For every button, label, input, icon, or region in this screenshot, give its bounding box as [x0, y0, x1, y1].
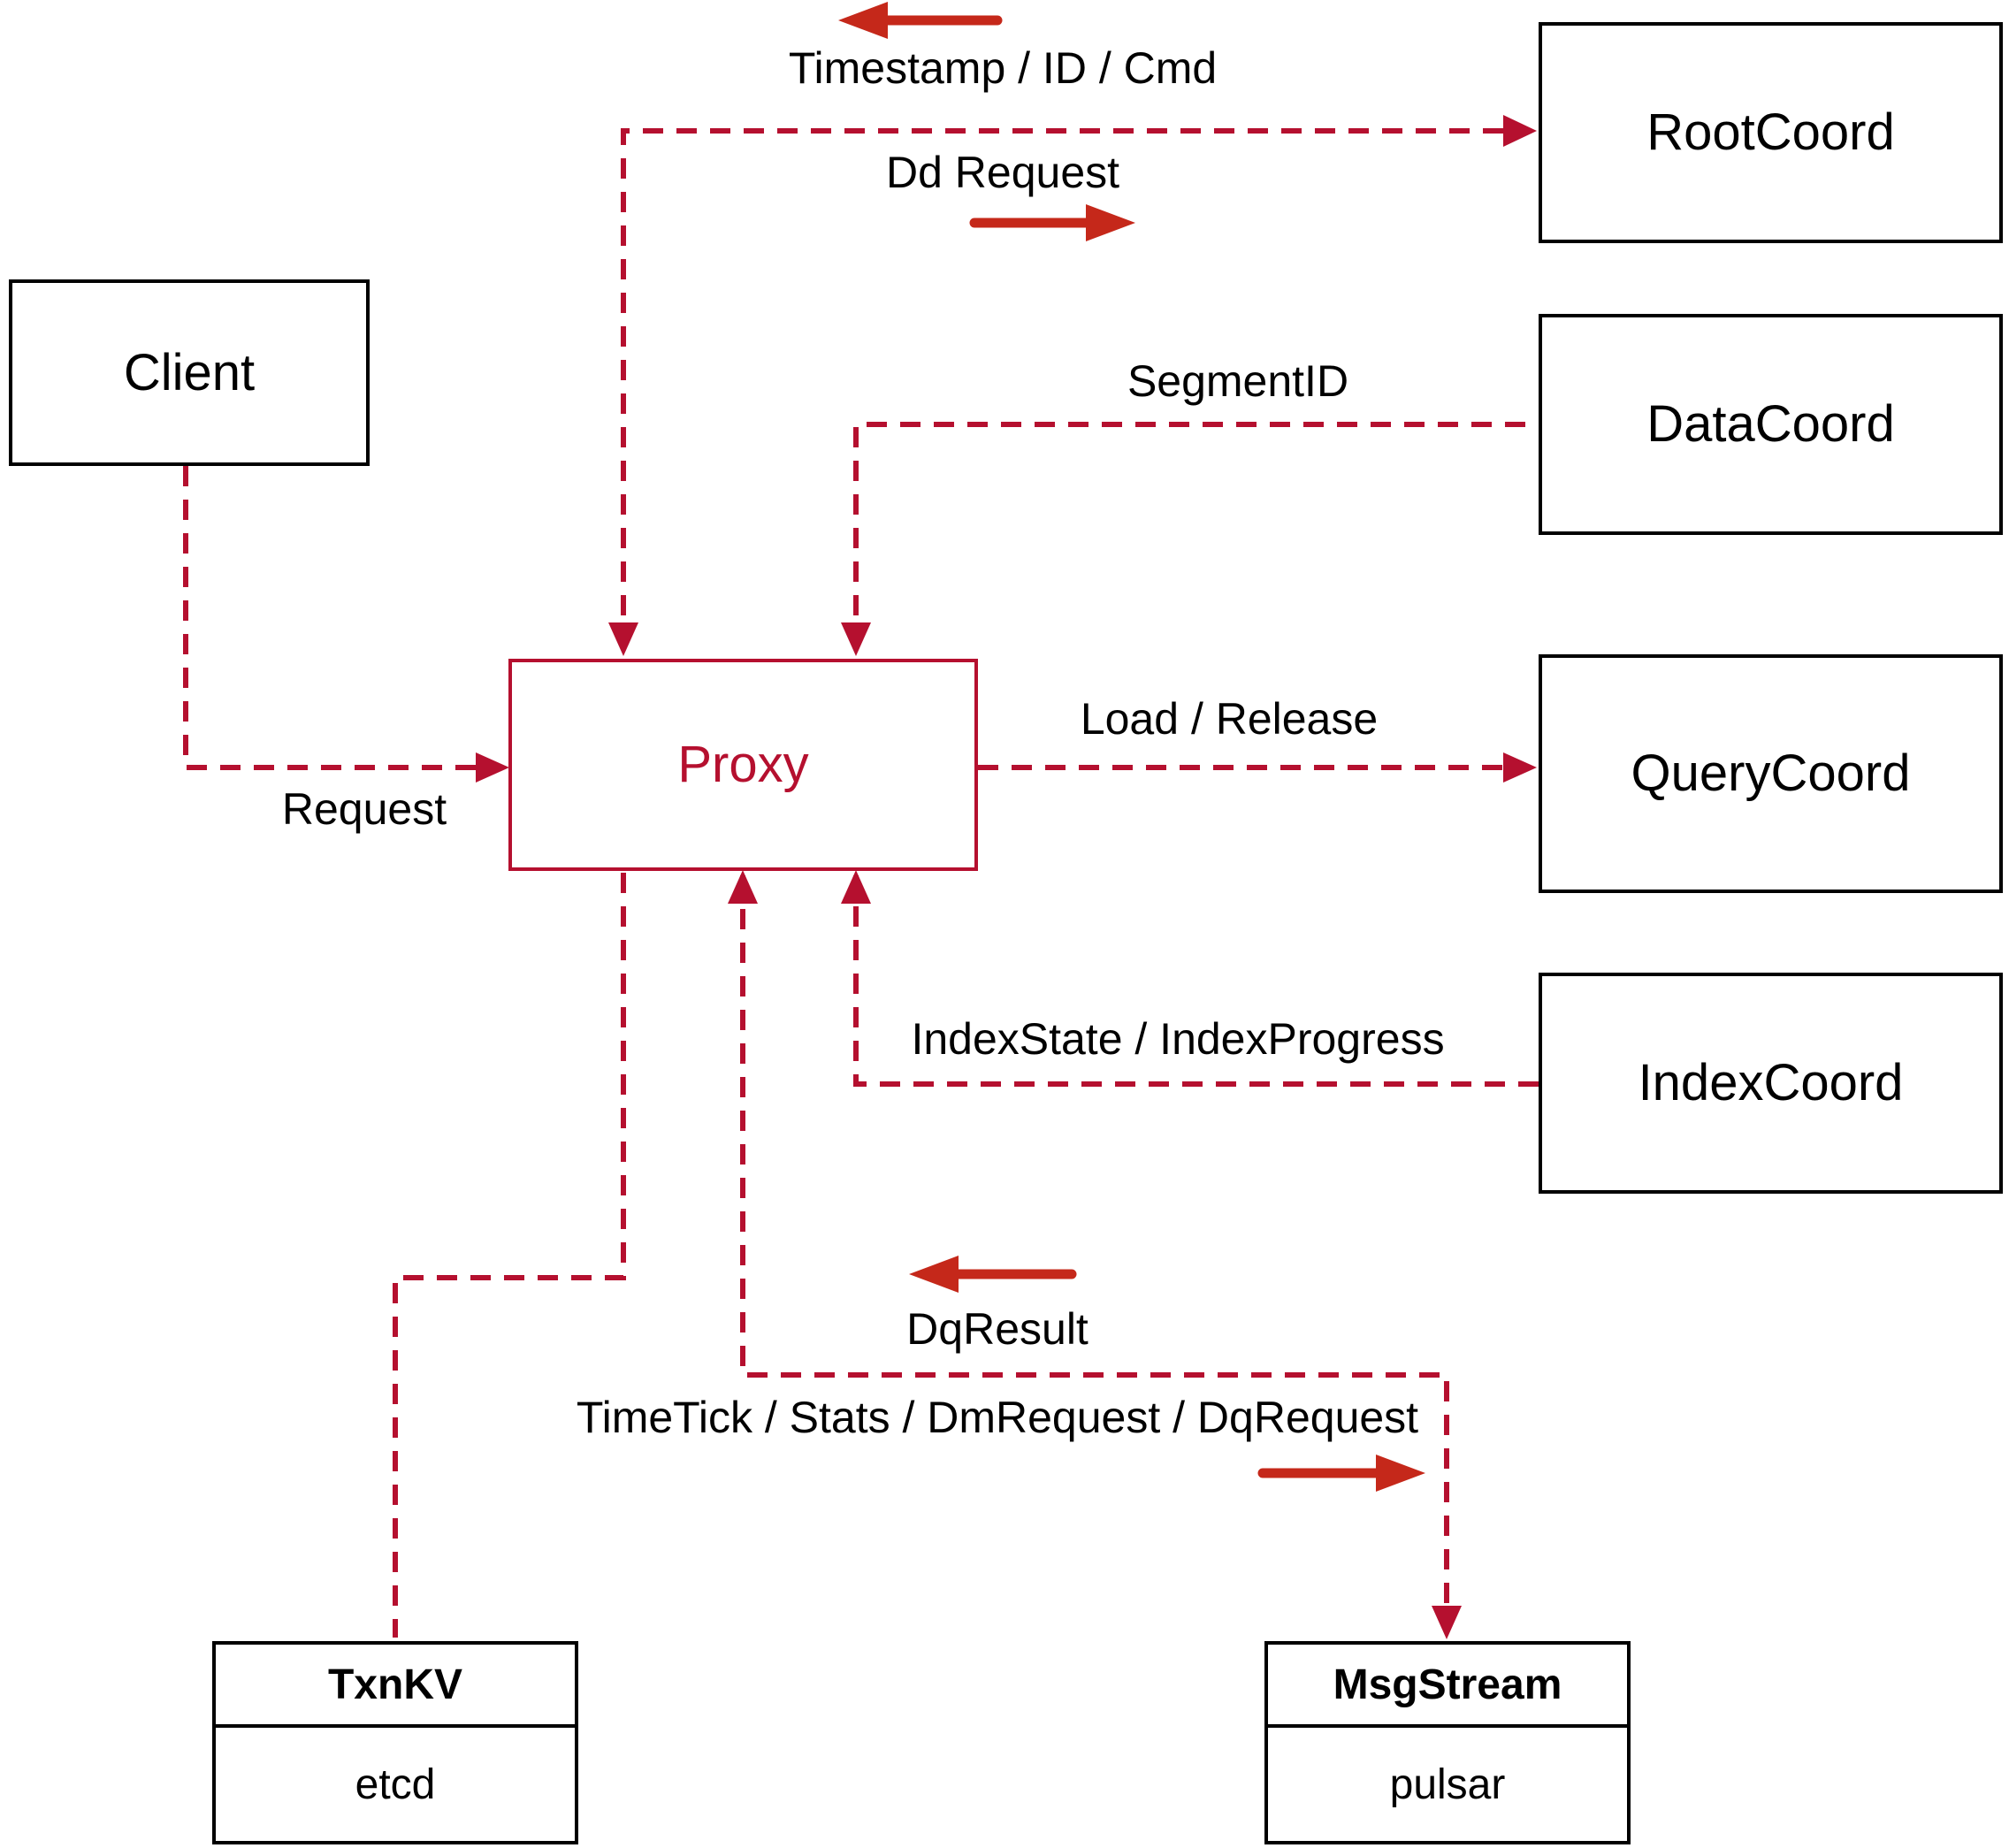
flow-arrow-right-top-icon [969, 204, 1135, 241]
flow-arrow-left-bottom-icon [909, 1256, 1077, 1293]
flow-arrow-left-top-icon [838, 2, 1003, 39]
arrowhead-into-rootcoord-icon [1503, 115, 1537, 147]
edge-indexcoord-proxy [853, 875, 1539, 1087]
edge-label-request: Request [281, 784, 447, 834]
arrowhead-into-proxy-top-left-icon [608, 622, 638, 656]
edge-label-index-state-progress: IndexState / IndexProgress [911, 1014, 1445, 1064]
arrowhead-into-msgstream-icon [1432, 1606, 1462, 1639]
arrowhead-into-proxy-top-right-icon [841, 622, 871, 656]
node-msgstream-impl: pulsar [1389, 1760, 1506, 1808]
node-querycoord: QueryCoord [1539, 654, 2003, 893]
node-proxy-label: Proxy [677, 736, 809, 793]
arrowhead-into-proxy-bottom-center-icon [728, 870, 758, 904]
edge-proxy-rootcoord [621, 128, 1530, 649]
edge-client-proxy [183, 466, 502, 770]
node-txnkv: TxnKV etcd [212, 1641, 578, 1844]
edge-label-timestamp-id-cmd: Timestamp / ID / Cmd [788, 43, 1218, 93]
flow-arrow-right-bottom-icon [1257, 1455, 1425, 1492]
node-datacoord: DataCoord [1539, 314, 2003, 535]
node-rootcoord: RootCoord [1539, 22, 2003, 243]
edge-label-dq-result: DqResult [906, 1304, 1089, 1354]
node-client-label: Client [123, 343, 256, 401]
node-txnkv-title: TxnKV [216, 1645, 575, 1728]
node-datacoord-label: DataCoord [1646, 395, 1895, 453]
node-txnkv-impl: etcd [355, 1760, 436, 1808]
node-indexcoord-label: IndexCoord [1638, 1054, 1904, 1111]
node-msgstream-title: MsgStream [1268, 1645, 1627, 1728]
edge-label-dd-request: Dd Request [885, 148, 1120, 197]
node-proxy: Proxy [508, 659, 978, 871]
node-rootcoord-label: RootCoord [1646, 103, 1895, 161]
node-msgstream: MsgStream pulsar [1264, 1641, 1631, 1844]
node-indexcoord: IndexCoord [1539, 973, 2003, 1194]
arrowhead-into-proxy-left-icon [476, 752, 509, 783]
arrowhead-into-querycoord-icon [1503, 752, 1537, 783]
node-client: Client [9, 279, 370, 466]
edge-proxy-msgstream [740, 875, 1449, 1632]
edge-proxy-txnkv [393, 873, 626, 1638]
edge-datacoord-proxy [853, 422, 1539, 649]
arrowhead-into-proxy-bottom-right-icon [841, 870, 871, 904]
edge-label-segment-id: SegmentID [1127, 356, 1349, 406]
node-querycoord-label: QueryCoord [1631, 745, 1911, 802]
edge-label-load-release: Load / Release [1080, 694, 1379, 744]
edge-label-timetick-stats: TimeTick / Stats / DmRequest / DqRequest [576, 1393, 1419, 1442]
